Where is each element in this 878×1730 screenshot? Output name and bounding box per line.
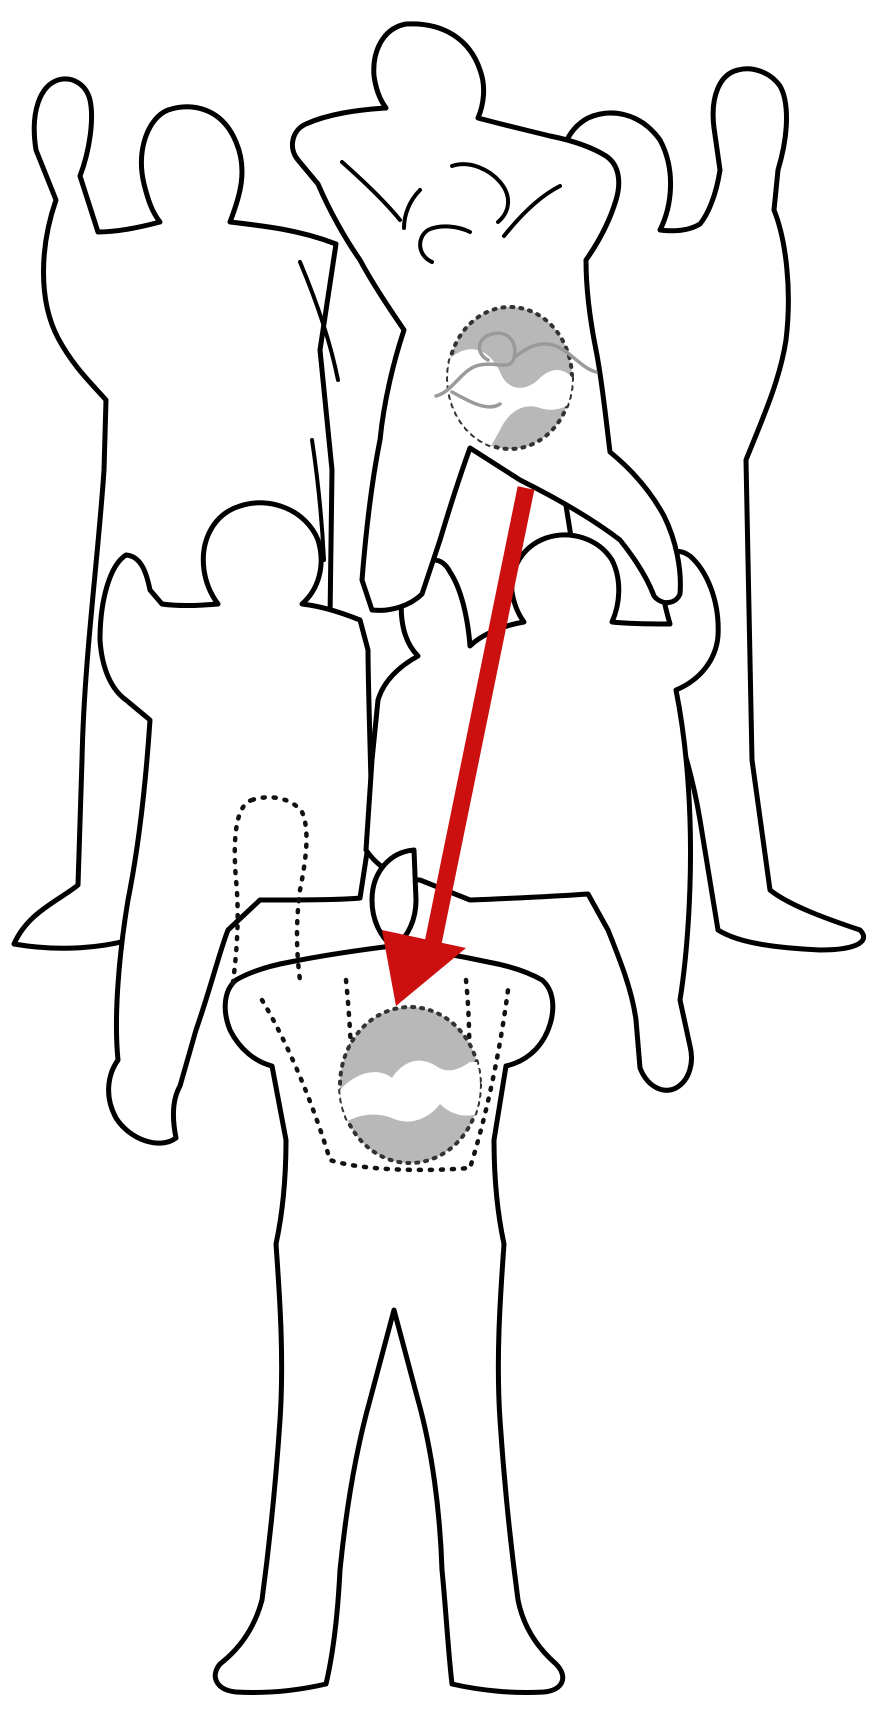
bottom-standing-figure	[215, 850, 563, 1693]
